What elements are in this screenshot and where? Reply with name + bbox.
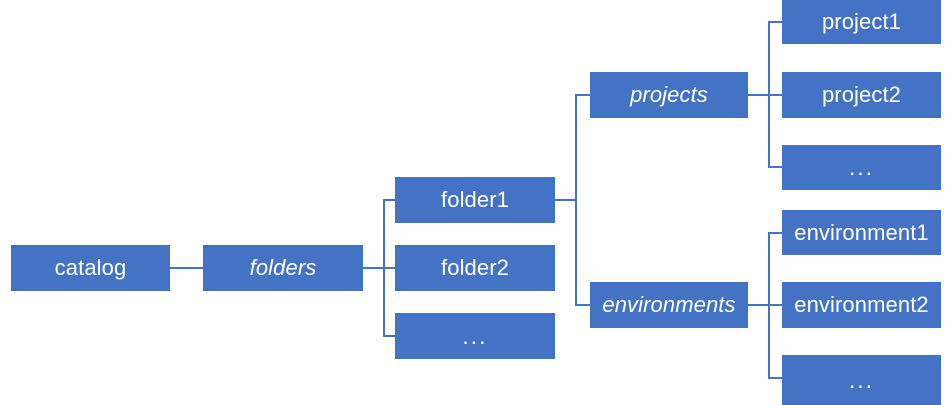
- node-project2[interactable]: project2: [782, 72, 941, 118]
- edge-folder1-stub: [555, 199, 577, 201]
- edge-projects-project2: [768, 94, 782, 96]
- edge-folders-stub: [363, 267, 385, 269]
- node-catalog[interactable]: catalog: [11, 245, 170, 291]
- edge-folders-folders-more: [383, 335, 395, 337]
- node-folder2[interactable]: folder2: [395, 245, 555, 291]
- edge-environments-environment2: [768, 304, 782, 306]
- node-folders[interactable]: folders: [203, 245, 363, 291]
- edge-catalog-folders: [170, 267, 203, 269]
- node-project1[interactable]: project1: [782, 0, 941, 44]
- node-folders-more[interactable]: ...: [395, 313, 555, 359]
- edge-projects-projects-more: [768, 166, 782, 168]
- node-projects[interactable]: projects: [590, 72, 748, 118]
- edge-environments-environment1: [768, 232, 782, 234]
- edge-environments-stub: [748, 304, 770, 306]
- edge-projects-project1: [768, 21, 782, 23]
- node-environments-more[interactable]: ...: [782, 355, 941, 405]
- node-environment1[interactable]: environment1: [782, 210, 941, 255]
- edge-folder1-projects: [575, 94, 590, 96]
- edge-folders-folder2: [383, 267, 395, 269]
- node-environment2[interactable]: environment2: [782, 282, 941, 328]
- node-environments[interactable]: environments: [590, 282, 748, 328]
- edge-folder1-spine: [575, 94, 577, 305]
- edge-projects-stub: [748, 94, 770, 96]
- edge-folder1-environments: [575, 304, 590, 306]
- edge-environments-environments-more: [768, 377, 782, 379]
- node-folder1[interactable]: folder1: [395, 177, 555, 223]
- edge-folders-folder1: [383, 199, 395, 201]
- node-projects-more[interactable]: ...: [782, 145, 941, 190]
